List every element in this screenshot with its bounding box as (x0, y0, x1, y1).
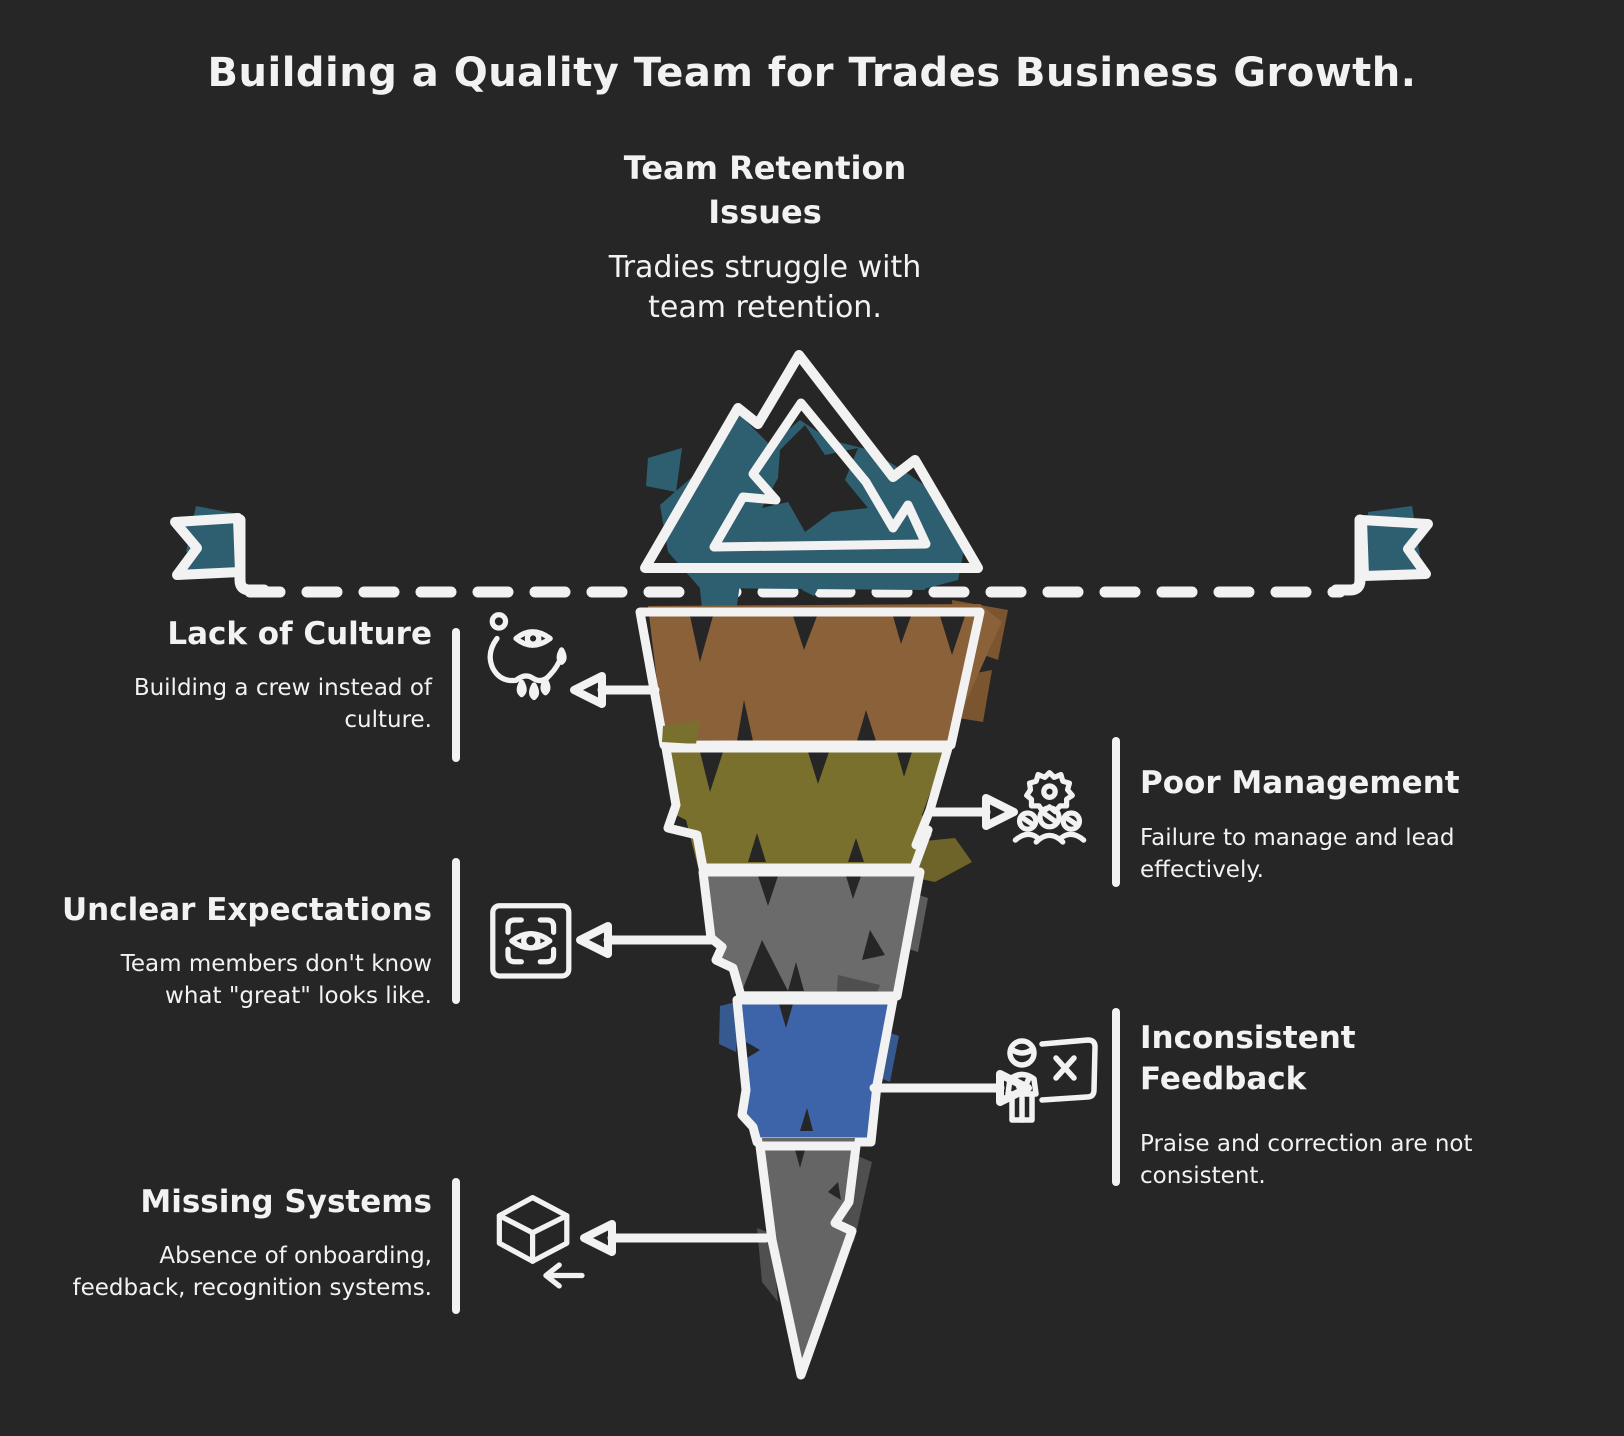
callout-heading-unclear-expectations: Unclear Expectations (61, 892, 432, 928)
divider-inconsistent-feedback (1112, 1008, 1120, 1186)
arrow-to-lack-of-culture (570, 672, 660, 708)
presenter-board-icon (1005, 1037, 1098, 1123)
callout-desc-inconsistent-feedback: Praise and correction are not consistent… (1140, 1131, 1473, 1190)
arrow-to-unclear-expectations (576, 922, 717, 958)
divider-unclear-expectations (452, 858, 460, 1004)
divider-missing-systems (452, 1178, 460, 1314)
cube-import-icon (496, 1194, 585, 1289)
arrow-to-inconsistent-feedback (869, 1070, 1032, 1106)
callout-heading-missing-systems: Missing Systems (140, 1184, 432, 1220)
gear-team-icon (1012, 770, 1087, 845)
funnel-level-poor-management (661, 720, 972, 893)
end-flag-icon (1330, 506, 1433, 596)
funnel-level-lack-of-culture (635, 600, 1008, 750)
funnel-level-missing-systems (755, 1138, 872, 1380)
top-section-description: Tradies struggle with team retention. (608, 250, 922, 325)
callout-heading-inconsistent-feedback: Inconsistent Feedback (1140, 1020, 1356, 1097)
callout-desc-missing-systems: Absence of onboarding, feedback, recogni… (72, 1243, 432, 1302)
evil-eye-amulet-icon (487, 612, 567, 701)
callout-desc-unclear-expectations: Team members don't know what "great" loo… (120, 951, 432, 1010)
top-section-heading: Team Retention Issues (623, 149, 907, 232)
arrow-to-poor-management (928, 794, 1018, 830)
callout-desc-poor-management: Failure to manage and lead effectively. (1140, 825, 1455, 884)
mountain-iceberg-icon (640, 350, 983, 612)
page-title: Building a Quality Team for Trades Busin… (207, 50, 1417, 96)
start-flag-icon (170, 506, 270, 596)
callout-heading-poor-management: Poor Management (1140, 765, 1460, 801)
callout-desc-lack-of-culture: Building a crew instead of culture. (133, 675, 432, 734)
callout-heading-lack-of-culture: Lack of Culture (167, 616, 432, 652)
funnel-level-unclear-expectations (698, 867, 928, 1012)
eye-focus-frame-icon (490, 903, 572, 979)
divider-lack-of-culture (452, 628, 460, 762)
divider-poor-management (1112, 737, 1120, 887)
arrow-to-missing-systems (580, 1220, 771, 1256)
